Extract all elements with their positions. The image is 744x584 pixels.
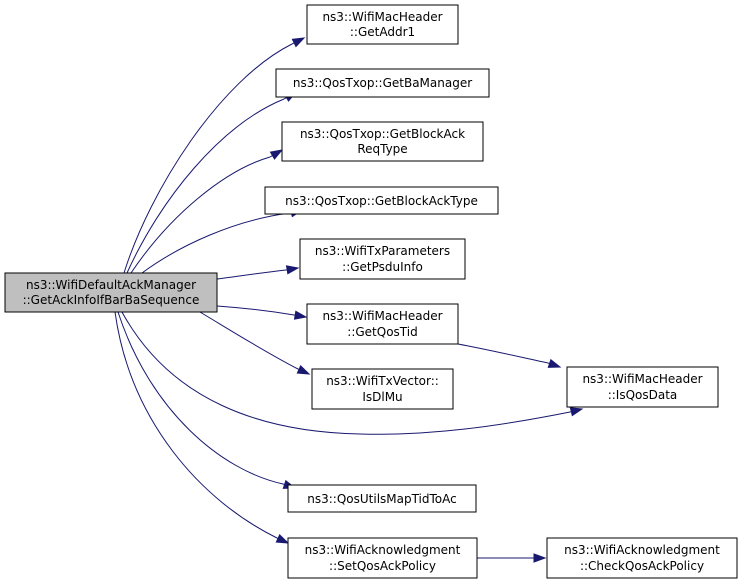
- node-isqosdata-line-2: ::IsQosData: [608, 388, 678, 402]
- node-getqostid-box: [306, 303, 459, 345]
- node-checkqosackpolicy-line-1: ns3::WifiAcknowledgment: [564, 543, 720, 557]
- edge-setqosackpolicy-checkqosackpolicy: [477, 553, 547, 563]
- edge-getqostid-isqosdata: [457, 343, 562, 368]
- edge-line: [114, 311, 278, 539]
- arrowhead-icon: [293, 310, 308, 320]
- node-getblockackreqtype-line-2: ReqType: [357, 142, 407, 156]
- edge-root-getqostid: [216, 305, 308, 320]
- node-getaddr1-box: [306, 4, 459, 45]
- node-setqosackpolicy[interactable]: ns3::WifiAcknowledgment ::SetQosAckPolic…: [287, 537, 478, 579]
- node-getpsduinfo-line-2: ::GetPsduInfo: [342, 260, 423, 274]
- node-setqosackpolicy-line-1: ns3::WifiAcknowledgment: [305, 543, 461, 557]
- node-isqosdata[interactable]: ns3::WifiMacHeader ::IsQosData: [566, 366, 719, 408]
- node-getpsduinfo[interactable]: ns3::WifiTxParameters ::GetPsduInfo: [299, 238, 466, 280]
- node-isdlmu[interactable]: ns3::WifiTxVector:: IsDlMu: [311, 368, 454, 410]
- node-setqosackpolicy-box: [287, 537, 478, 579]
- node-getblockackreqtype[interactable]: ns3::QosTxop::GetBlockAck ReqType: [281, 121, 484, 162]
- arrowhead-icon: [569, 407, 584, 417]
- node-getbamanager-box: [275, 68, 490, 98]
- arrowhead-icon: [275, 533, 290, 544]
- node-getblockackreqtype-box: [281, 121, 484, 162]
- edge-line: [141, 212, 291, 274]
- edge-line: [130, 156, 271, 274]
- node-getpsduinfo-line-1: ns3::WifiTxParameters: [315, 244, 450, 258]
- node-root-line-1: ns3::WifiDefaultAckManager: [26, 278, 196, 292]
- node-getpsduinfo-box: [299, 238, 466, 280]
- node-getaddr1-line-1: ns3::WifiMacHeader: [322, 10, 442, 24]
- node-isqosdata-box: [566, 366, 719, 408]
- node-getqostid-line-2: ::GetQosTid: [347, 325, 417, 339]
- node-getblockacktype-line-1: ns3::QosTxop::GetBlockAckType: [285, 194, 478, 208]
- node-getblockackreqtype-line-1: ns3::QosTxop::GetBlockAck: [300, 127, 465, 141]
- node-isqosdata-line-1: ns3::WifiMacHeader: [582, 372, 702, 386]
- node-root-box: [4, 272, 218, 313]
- edge-root-getblockackreqtype: [130, 149, 284, 274]
- node-getaddr1[interactable]: ns3::WifiMacHeader ::GetAddr1: [306, 4, 459, 45]
- node-qosutilsmaptidtoac[interactable]: ns3::QosUtilsMapTidToAc: [287, 484, 477, 513]
- edge-line: [123, 43, 293, 274]
- node-isdlmu-box: [311, 368, 454, 410]
- node-getblockacktype-box: [264, 186, 499, 215]
- node-getqostid-line-1: ns3::WifiMacHeader: [322, 309, 442, 323]
- node-getaddr1-line-2: ::GetAddr1: [350, 25, 415, 39]
- node-qosutilsmaptidtoac-line-1: ns3::QosUtilsMapTidToAc: [307, 492, 457, 506]
- node-getblockacktype[interactable]: ns3::QosTxop::GetBlockAckType: [264, 186, 499, 215]
- node-getqostid[interactable]: ns3::WifiMacHeader ::GetQosTid: [306, 303, 459, 345]
- edge-root-setqosackpolicy: [114, 311, 290, 544]
- edge-line: [121, 311, 571, 435]
- edge-line: [126, 98, 285, 274]
- arrowhead-icon: [269, 149, 284, 160]
- edge-line: [216, 269, 287, 280]
- edge-root-isdlmu: [199, 311, 311, 375]
- edge-root-getblockacktype: [141, 208, 304, 274]
- node-setqosackpolicy-line-2: ::SetQosAckPolicy: [329, 559, 436, 573]
- arrowhead-icon: [296, 364, 311, 375]
- edge-line: [117, 311, 284, 485]
- arrowhead-icon: [547, 358, 562, 368]
- edge-root-getbamanager: [126, 91, 298, 274]
- node-qosutilsmaptidtoac-box: [287, 484, 477, 513]
- node-isdlmu-line-1: ns3::WifiTxVector::: [326, 374, 439, 388]
- node-getbamanager[interactable]: ns3::QosTxop::GetBaManager: [275, 68, 490, 98]
- edge-line: [216, 305, 295, 316]
- arrowhead-icon: [533, 553, 547, 563]
- arrowhead-icon: [285, 265, 300, 275]
- arrowhead-icon: [291, 37, 306, 48]
- call-graph-nodes: ns3::WifiDefaultAckManager ::GetAckInfoI…: [4, 4, 738, 579]
- edge-root-isqosdata: [121, 311, 584, 435]
- edge-root-qosutilsmaptidtoac: [117, 311, 297, 489]
- edge-line: [457, 343, 549, 364]
- node-checkqosackpolicy-box: [546, 537, 738, 579]
- node-checkqosackpolicy[interactable]: ns3::WifiAcknowledgment ::CheckQosAckPol…: [546, 537, 738, 579]
- edge-line: [199, 311, 299, 370]
- edge-root-getaddr1: [123, 37, 306, 274]
- node-root-line-2: ::GetAckInfoIfBarBaSequence: [23, 293, 200, 307]
- node-getbamanager-line-1: ns3::QosTxop::GetBaManager: [293, 76, 472, 90]
- edge-root-getpsduinfo: [216, 265, 300, 280]
- node-checkqosackpolicy-line-2: ::CheckQosAckPolicy: [580, 559, 704, 573]
- node-root[interactable]: ns3::WifiDefaultAckManager ::GetAckInfoI…: [4, 272, 218, 313]
- node-isdlmu-line-2: IsDlMu: [362, 390, 402, 404]
